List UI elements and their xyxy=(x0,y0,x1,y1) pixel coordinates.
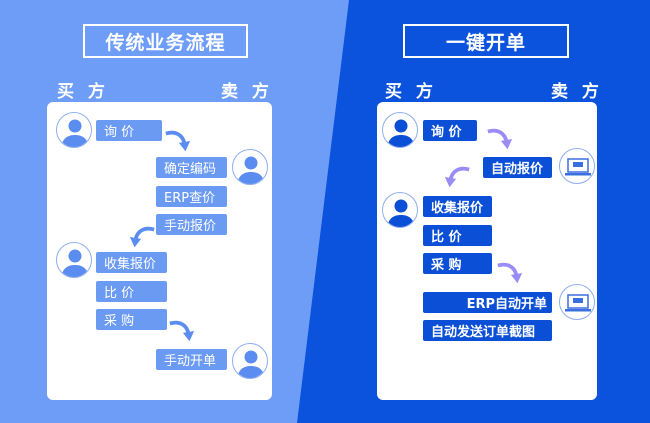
arrow-left-down-icon xyxy=(128,224,156,250)
seller-avatar-icon xyxy=(232,343,268,379)
step-manual-order: 手动开单 xyxy=(156,349,227,370)
step-compare-prices: 比 价 xyxy=(423,225,492,246)
buyer-avatar-icon xyxy=(56,112,92,148)
one-click-order-panel xyxy=(377,102,597,400)
one-click-order-title: 一键开单 xyxy=(403,24,569,58)
step-inquiry: 询 价 xyxy=(96,120,162,141)
left-buyer-label: 买 方 xyxy=(57,82,109,102)
seller-avatar-icon xyxy=(232,149,268,185)
step-collect-quotes: 收集报价 xyxy=(96,252,167,273)
left-seller-label: 卖 方 xyxy=(221,82,273,102)
arrow-left-down-icon xyxy=(443,164,471,190)
arrow-right-down-icon xyxy=(164,128,192,154)
buyer-avatar-icon xyxy=(56,242,92,278)
right-seller-label: 卖 方 xyxy=(551,82,603,102)
step-erp-price-check: ERP查价 xyxy=(156,186,227,207)
step-erp-auto-order: ERP自动开单 xyxy=(423,292,552,313)
traditional-process-title: 传统业务流程 xyxy=(83,24,248,58)
buyer-avatar-icon xyxy=(382,192,418,228)
step-purchase: 采 购 xyxy=(96,309,167,330)
step-purchase: 采 购 xyxy=(423,253,492,274)
step-auto-quote: 自动报价 xyxy=(483,157,552,178)
step-compare-prices: 比 价 xyxy=(96,281,167,302)
step-collect-quotes: 收集报价 xyxy=(423,196,492,217)
erp-laptop-icon xyxy=(559,284,595,320)
right-buyer-label: 买 方 xyxy=(385,82,437,102)
step-auto-send-screenshot: 自动发送订单截图 xyxy=(423,320,552,341)
step-manual-quote: 手动报价 xyxy=(156,214,227,235)
arrow-right-down-icon xyxy=(168,318,196,344)
step-confirm-code: 确定编码 xyxy=(156,157,227,178)
erp-laptop-icon xyxy=(559,148,595,184)
arrow-right-down-icon xyxy=(486,126,514,152)
buyer-avatar-icon xyxy=(382,112,418,148)
arrow-right-down-icon xyxy=(496,260,524,286)
step-inquiry: 询 价 xyxy=(423,120,477,141)
